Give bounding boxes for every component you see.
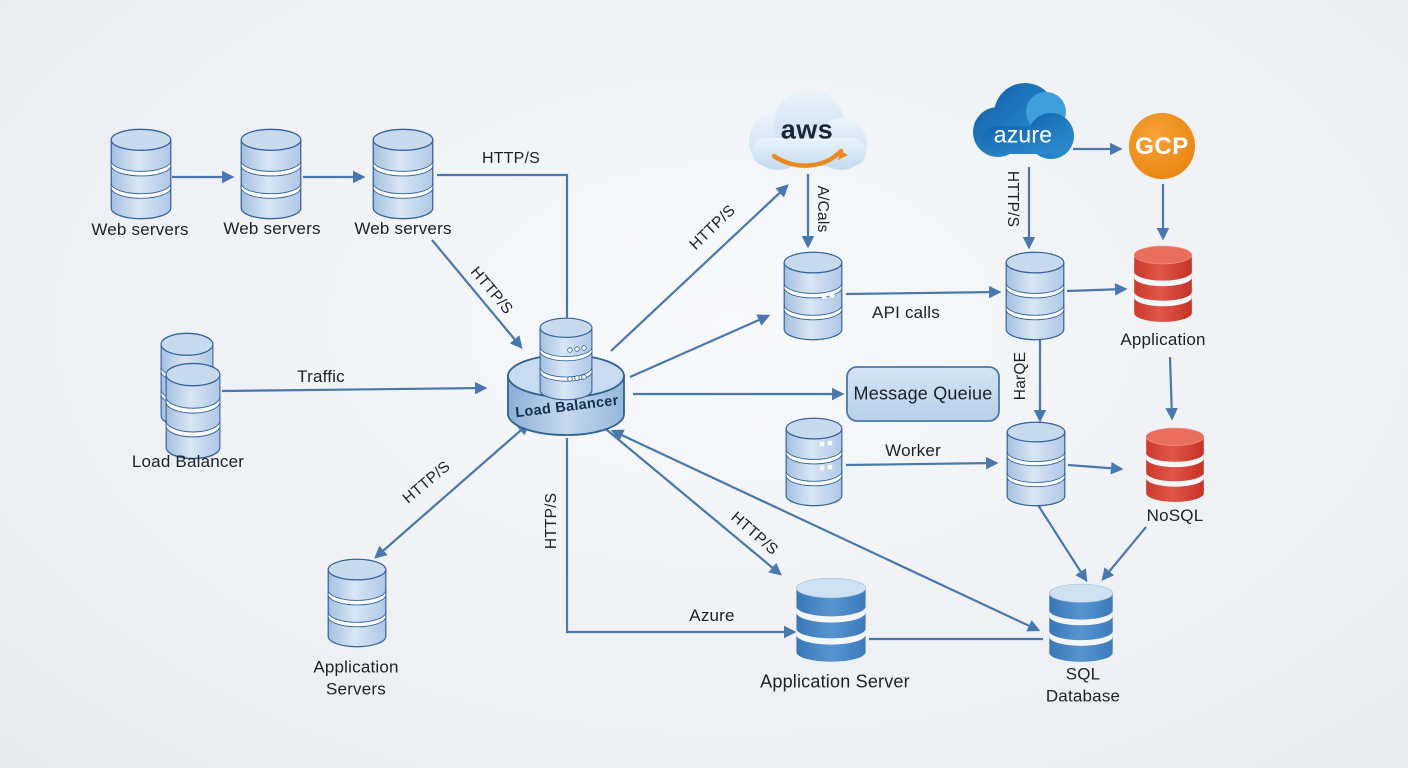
edge-lb-app-servers — [374, 422, 530, 559]
azure-cloud-icon — [973, 83, 1074, 159]
traffic-label: Traffic — [297, 367, 345, 386]
web-server-1-label: Web servers — [91, 220, 189, 239]
edge-server3-nosql — [1067, 462, 1124, 475]
message-queue-label: Message Queiue — [853, 383, 993, 404]
web-server-3-label: Web servers — [354, 219, 452, 238]
web-server-1-icon — [110, 128, 172, 220]
nosql-db-icon — [1145, 427, 1205, 503]
aws-smile-tip — [838, 151, 848, 160]
web-server-2-label: Web servers — [223, 219, 321, 238]
http-s-top-label: HTTP/S — [481, 150, 541, 167]
http-s-lb-down-label: HTTP/S — [543, 492, 560, 550]
application-servers-label: Application Servers — [313, 657, 399, 698]
http-s-azure-down-label: HTTP/S — [1004, 170, 1021, 228]
sql-database-icon — [1048, 583, 1114, 663]
application-db-icon — [1133, 245, 1193, 323]
edge-http-s-top-elbow — [437, 173, 569, 329]
application-server-icon — [796, 577, 866, 663]
application-server-label: Application Server — [760, 671, 910, 692]
edge-server2-application — [1066, 283, 1128, 296]
worker-source-server-icon — [785, 417, 843, 507]
load-balancer-left-label: Load Balancer — [131, 452, 245, 471]
gcp-logo-label: GCP — [1135, 133, 1189, 160]
sql-database-label: SQL Database — [1045, 664, 1121, 705]
web-server-3-icon — [372, 128, 434, 220]
azure-logo-label: azure — [993, 121, 1053, 148]
edge-nosql-sql — [1101, 526, 1147, 581]
gcp-circle-icon — [1129, 113, 1195, 179]
message-queue-box — [846, 366, 1000, 422]
edge-server3-sql — [1037, 504, 1088, 583]
aws-cloud-icon — [749, 89, 867, 170]
queue-vertical-label: HarQE — [1012, 351, 1029, 401]
azure-route-label: Azure — [689, 606, 735, 625]
edge-lb-sql-diag — [610, 429, 1041, 632]
api-server-icon — [783, 251, 843, 341]
load-balancer-dots — [567, 345, 587, 382]
edge-worker — [845, 456, 999, 470]
integration-server-icon — [1005, 251, 1065, 341]
web-server-2-icon — [240, 128, 302, 220]
edge-lb-api-server — [629, 314, 771, 379]
load-balancer-left-icon — [160, 332, 221, 460]
application-db-label: Application — [1120, 330, 1206, 349]
edge-web3-to-lb — [431, 239, 523, 349]
edge-lb-aws — [610, 184, 789, 352]
application-servers-icon — [327, 558, 387, 648]
aws-logo-label: aws — [780, 114, 834, 145]
edge-traffic — [221, 381, 488, 395]
aws-smile-icon — [771, 148, 844, 168]
worker-target-server-icon — [1006, 421, 1066, 507]
edge-lb-down-azure — [565, 438, 797, 639]
api-calls-label: API calls — [872, 303, 940, 322]
edge-lb-app-server-diag — [600, 424, 782, 576]
aws-api-calls-vertical-label: A/Cals — [814, 185, 831, 233]
worker-label: Worker — [885, 441, 941, 460]
edge-api-calls — [845, 285, 1002, 299]
edge-application-nosql — [1165, 356, 1178, 421]
load-balancer-center-icon — [507, 317, 625, 436]
edges — [172, 142, 1178, 641]
nosql-db-label: NoSQL — [1146, 506, 1204, 525]
